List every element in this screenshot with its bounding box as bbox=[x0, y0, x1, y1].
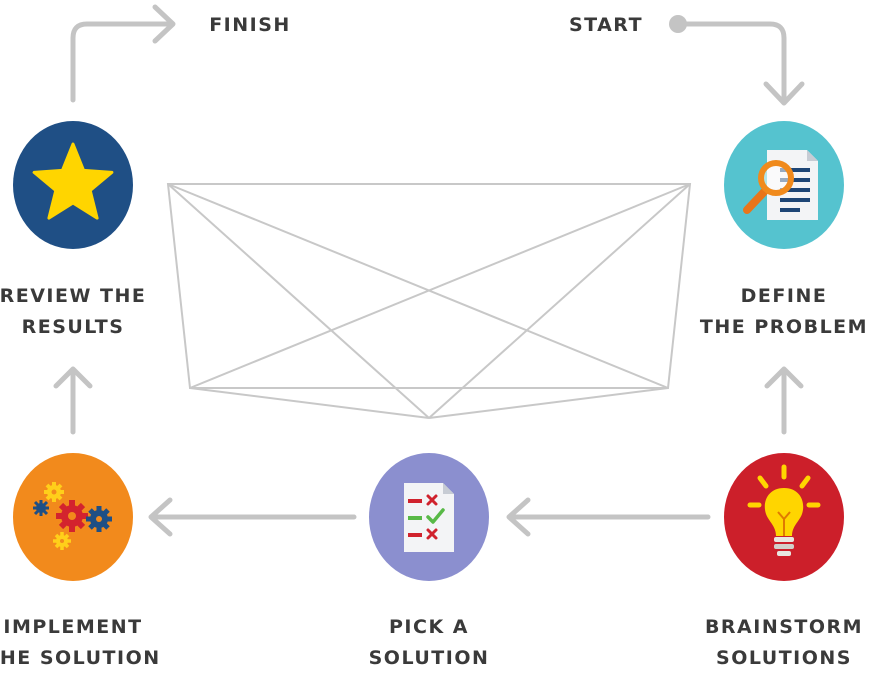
gears-icon bbox=[33, 482, 112, 550]
define-label-line2: THE PROBLEM bbox=[700, 316, 868, 338]
star-icon bbox=[32, 142, 114, 220]
arrow-implement-to-review bbox=[53, 366, 93, 435]
step-define: DEFINE THE PROBLEM bbox=[700, 121, 868, 338]
lightbulb-icon bbox=[747, 464, 821, 556]
arrow-brainstorm-to-define bbox=[764, 366, 804, 435]
finish-label: FINISH bbox=[209, 14, 291, 36]
start-dot bbox=[669, 15, 687, 33]
step-brainstorm: BRAINSTORM SOLUTIONS bbox=[705, 453, 863, 669]
review-label-line1: REVIEW THE bbox=[0, 285, 146, 307]
review-label-line2: RESULTS bbox=[22, 316, 125, 338]
arrow-brainstorm-to-pick bbox=[506, 497, 711, 537]
step-pick: PICK A SOLUTION bbox=[369, 453, 490, 669]
arrow-head-to-finish bbox=[152, 4, 176, 44]
checklist-icon bbox=[404, 483, 454, 552]
step-implement: IMPLEMENT THE SOLUTION bbox=[0, 453, 161, 669]
magnifier-document-icon bbox=[743, 150, 818, 220]
implement-label-line2: THE SOLUTION bbox=[0, 647, 161, 669]
pick-label-line2: SOLUTION bbox=[369, 647, 490, 669]
arrow-pick-to-implement bbox=[148, 497, 357, 537]
pick-label-line1: PICK A bbox=[389, 616, 469, 638]
finish-connector bbox=[70, 21, 175, 103]
start-connector bbox=[679, 21, 787, 103]
brainstorm-label-line2: SOLUTIONS bbox=[716, 647, 852, 669]
start-label: START bbox=[569, 14, 643, 36]
define-label-line1: DEFINE bbox=[741, 285, 828, 307]
step-review: REVIEW THE RESULTS bbox=[0, 121, 146, 338]
brainstorm-label-line1: BRAINSTORM bbox=[705, 616, 863, 638]
image-placeholder bbox=[166, 183, 692, 419]
implement-label-line1: IMPLEMENT bbox=[3, 616, 142, 638]
arrow-head-to-define bbox=[763, 81, 805, 106]
